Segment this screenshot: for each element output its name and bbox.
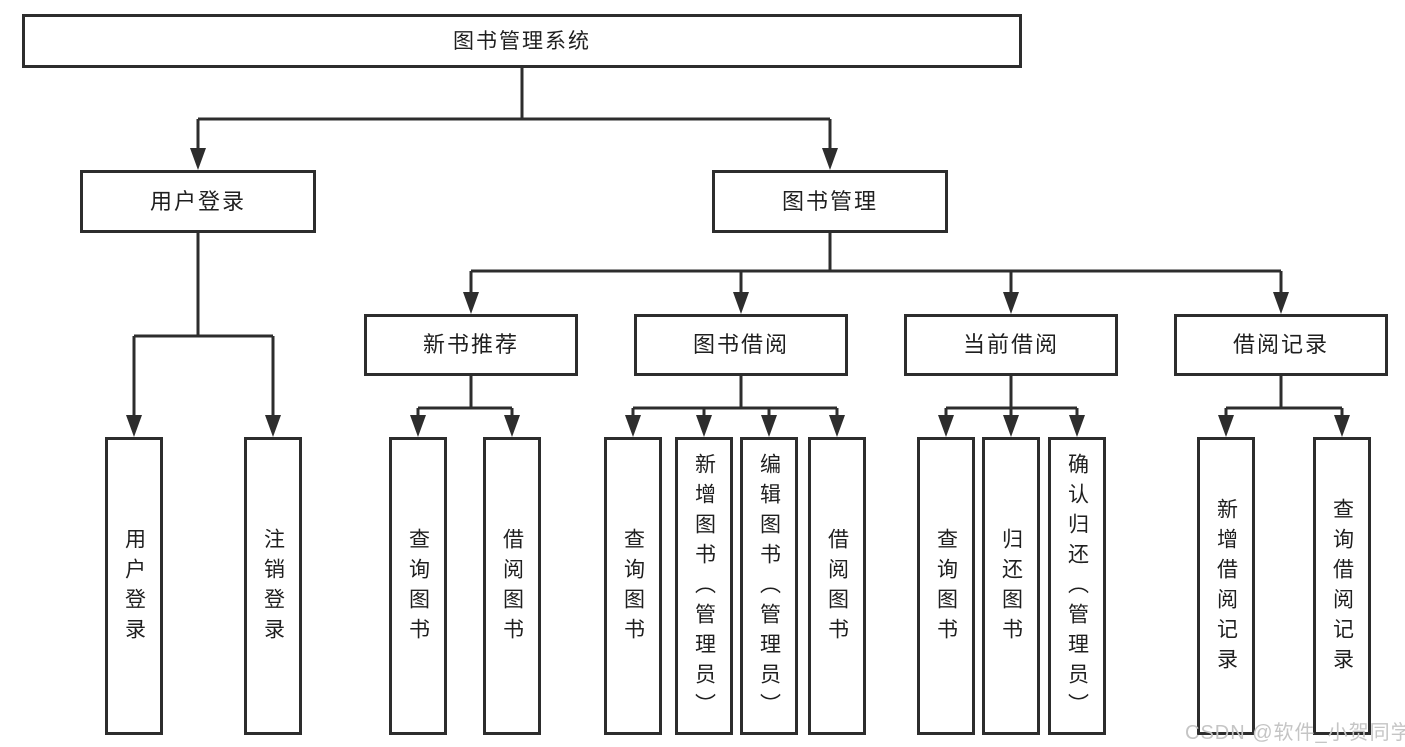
node-book-borrowing: 图书借阅 [634, 314, 848, 376]
leaf-newbook-borrow-books: 借阅图书 [483, 437, 541, 735]
node-book-management: 图书管理 [712, 170, 948, 233]
leaf-current-return-books: 归还图书 [982, 437, 1040, 735]
node-user-login: 用户登录 [80, 170, 316, 233]
leaf-records-add-record: 新增借阅记录 [1197, 437, 1255, 735]
leaf-current-query-books: 查询图书 [917, 437, 975, 735]
leaf-records-query-record: 查询借阅记录 [1313, 437, 1371, 735]
leaf-borrowing-edit-books-admin: 编辑图书（管理员） [740, 437, 798, 735]
leaf-logout: 注销登录 [244, 437, 302, 735]
node-new-book-recommend: 新书推荐 [364, 314, 578, 376]
leaf-borrowing-add-books-admin: 新增图书（管理员） [675, 437, 733, 735]
node-library-management-system: 图书管理系统 [22, 14, 1022, 68]
node-borrowing-records: 借阅记录 [1174, 314, 1388, 376]
leaf-current-confirm-return-admin: 确认归还（管理员） [1048, 437, 1106, 735]
csdn-watermark: CSDN @软件_小贺同学 [1185, 722, 1405, 744]
node-current-borrowing: 当前借阅 [904, 314, 1118, 376]
leaf-user-login: 用户登录 [105, 437, 163, 735]
leaf-borrowing-borrow-books: 借阅图书 [808, 437, 866, 735]
leaf-borrowing-query-books: 查询图书 [604, 437, 662, 735]
leaf-newbook-query-books: 查询图书 [389, 437, 447, 735]
